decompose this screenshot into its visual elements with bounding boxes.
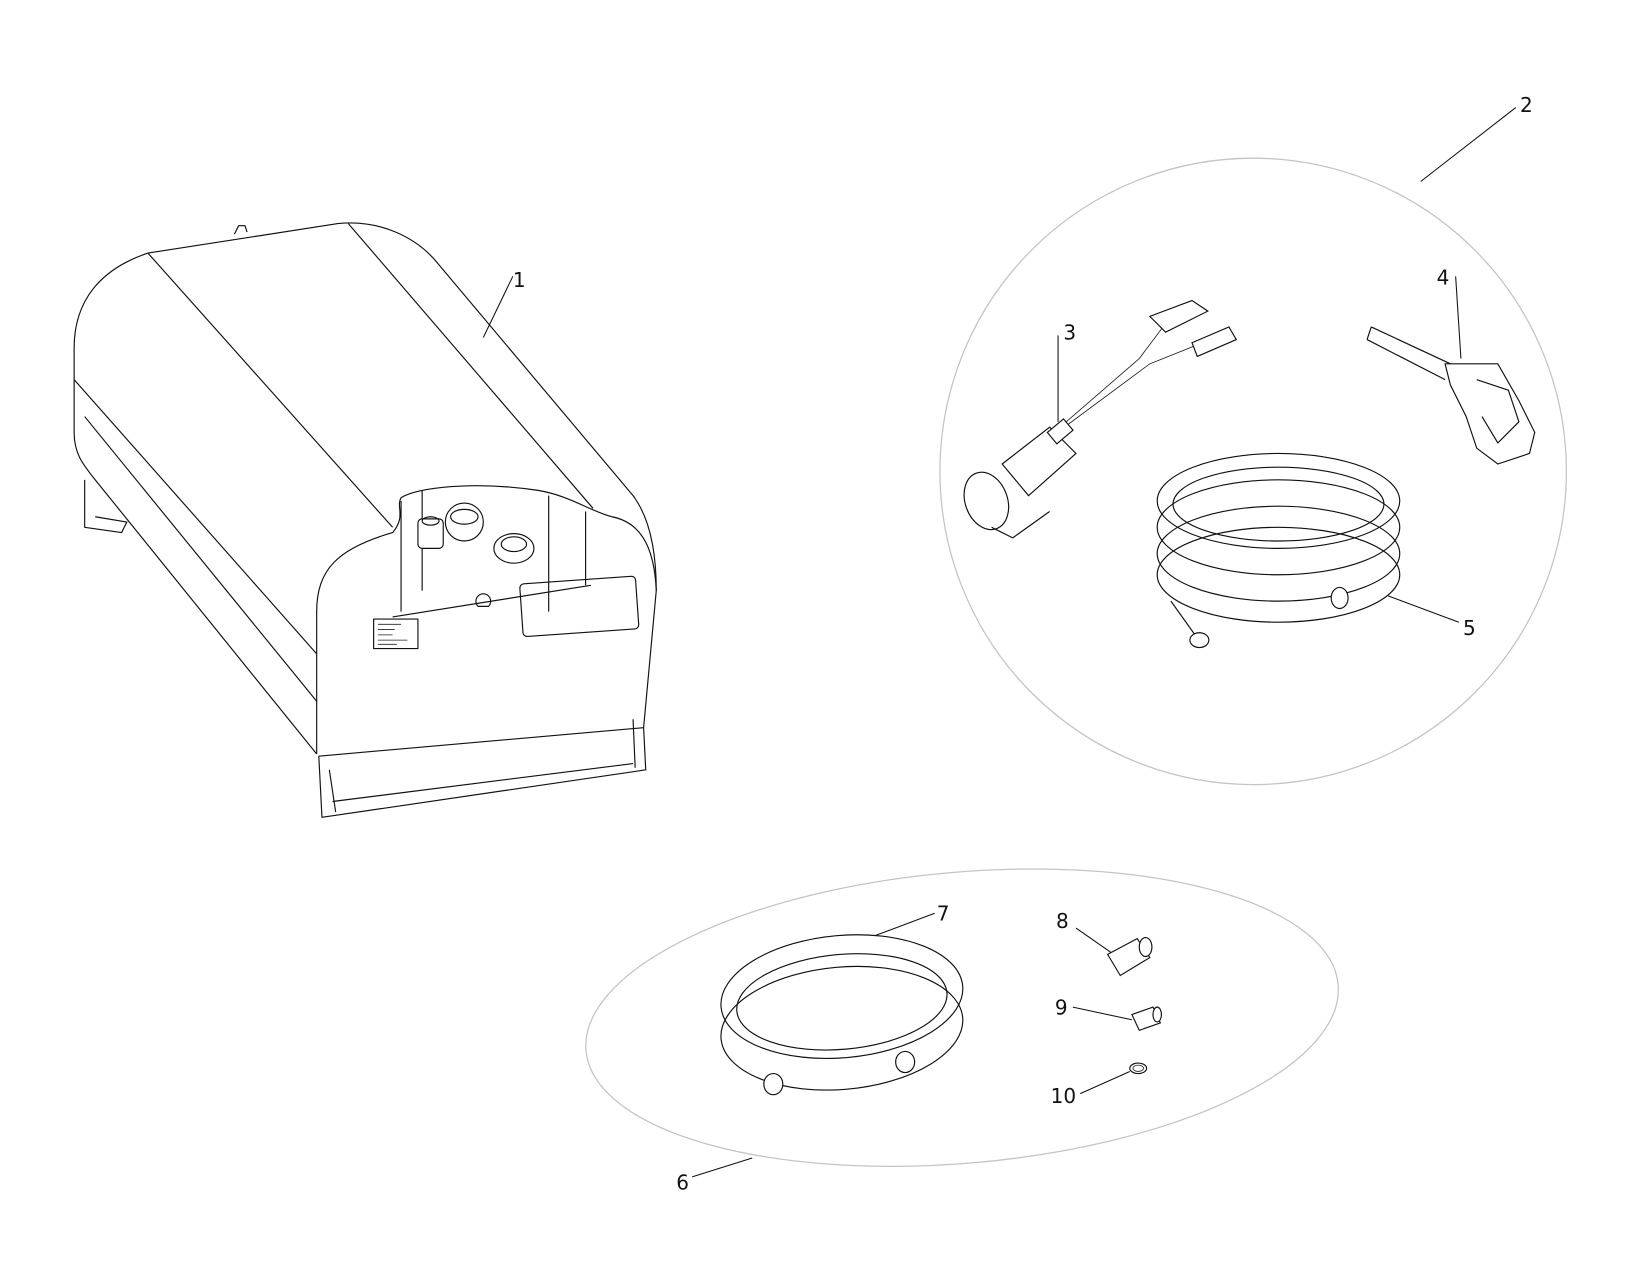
hose-part-7	[720, 934, 964, 1096]
callout-1: 1	[513, 268, 526, 292]
callout-7: 7	[937, 902, 950, 926]
callout-3: 3	[1063, 321, 1076, 345]
leader-2	[1420, 107, 1517, 182]
leader-7	[875, 912, 935, 936]
hose-part-5	[1156, 452, 1401, 649]
fitting-part-8	[1106, 936, 1153, 977]
callout-10: 10	[1051, 1084, 1076, 1108]
leader-5	[1387, 595, 1459, 623]
leader-4	[1455, 276, 1462, 359]
leader-10	[1079, 1070, 1130, 1095]
pump-part-3	[963, 299, 1238, 539]
tank-part-1	[73, 222, 657, 818]
leader-9	[1072, 1006, 1132, 1021]
callout-2: 2	[1520, 93, 1533, 117]
callout-4: 4	[1437, 266, 1450, 290]
o-ring-part-10	[1129, 1062, 1148, 1075]
leader-8	[1075, 927, 1112, 953]
callout-6: 6	[676, 1171, 689, 1195]
hose-kit-group-outline	[585, 868, 1340, 1167]
fitting-part-9	[1131, 1006, 1162, 1032]
leader-6	[691, 1157, 753, 1178]
pump-kit-group-outline	[939, 157, 1568, 786]
nozzle-part-4	[1366, 326, 1536, 465]
callout-9: 9	[1055, 996, 1068, 1020]
callout-5: 5	[1463, 616, 1476, 640]
leader-1	[482, 276, 514, 338]
callout-8: 8	[1056, 909, 1069, 933]
